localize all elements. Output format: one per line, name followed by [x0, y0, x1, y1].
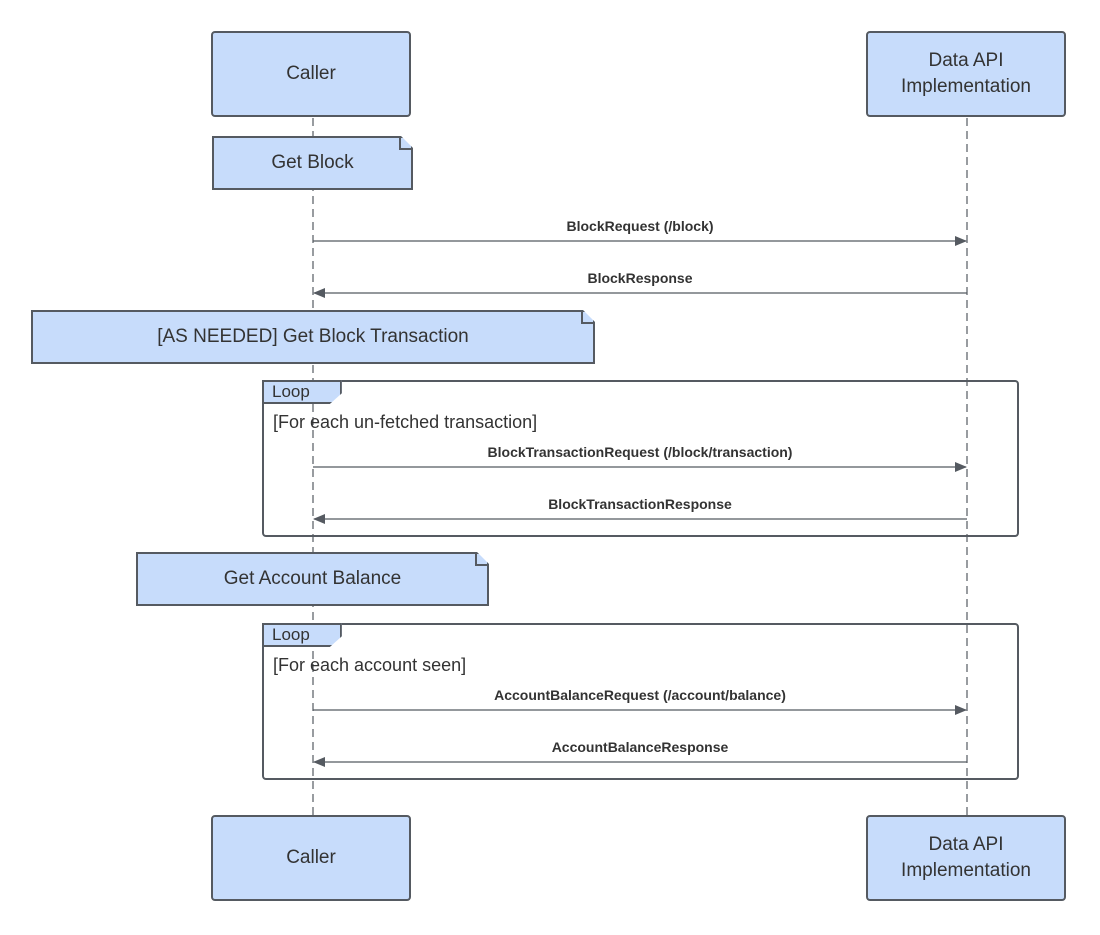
- actor-data-api-bottom-label: Data API Implementation: [901, 834, 1031, 881]
- actor-data-api-top-label: Data API Implementation: [901, 50, 1031, 97]
- loop-tag: Loop: [262, 380, 342, 404]
- actor-data-api-bottom: Data API Implementation: [866, 815, 1066, 901]
- loop-block-transactions: Loop [For each un-fetched transaction]: [262, 380, 1019, 537]
- actor-data-api-top: Data API Implementation: [866, 31, 1066, 117]
- loop-condition: [For each account seen]: [273, 655, 467, 675]
- actor-caller-top: Caller: [211, 31, 411, 117]
- note-as-needed-label: [AS NEEDED] Get Block Transaction: [157, 326, 469, 347]
- note-fold-icon: [399, 136, 413, 150]
- note-get-account-balance: Get Account Balance: [136, 552, 489, 606]
- block-transaction-request-label: BlockTransactionRequest (/block/transact…: [487, 444, 793, 460]
- actor-caller-bottom: Caller: [211, 815, 411, 901]
- note-get-account-balance-label: Get Account Balance: [223, 568, 402, 589]
- note-fold-icon: [475, 552, 489, 566]
- account-balance-request-label: AccountBalanceRequest (/account/balance): [494, 687, 786, 703]
- block-response-label: BlockResponse: [587, 270, 693, 286]
- block-request-label: BlockRequest (/block): [566, 218, 714, 234]
- note-as-needed: [AS NEEDED] Get Block Transaction: [31, 310, 595, 364]
- loop-account-balances: Loop [For each account seen]: [262, 623, 1019, 780]
- note-get-block: Get Block: [212, 136, 413, 190]
- note-get-block-label: Get Block: [271, 152, 354, 173]
- note-fold-icon: [581, 310, 595, 324]
- loop-condition: [For each un-fetched transaction]: [273, 412, 538, 432]
- block-transaction-response-label: BlockTransactionResponse: [548, 496, 732, 512]
- actor-caller-top-label: Caller: [286, 63, 336, 84]
- loop-tag: Loop: [262, 623, 342, 647]
- actor-caller-bottom-label: Caller: [286, 847, 336, 868]
- account-balance-response-label: AccountBalanceResponse: [551, 739, 729, 755]
